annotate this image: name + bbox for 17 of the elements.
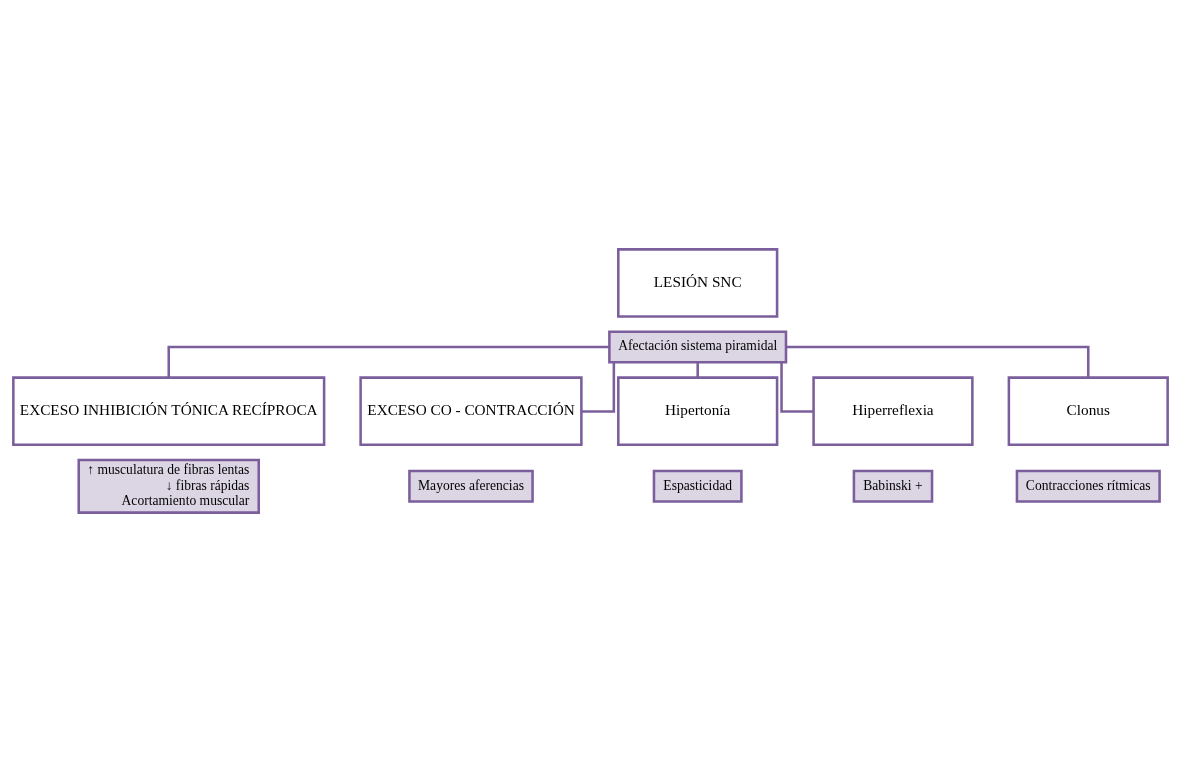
node-box: Babinski + (852, 469, 934, 503)
node-box: Contracciones rítmicas (1015, 469, 1161, 503)
node-box: Hipertonía (617, 375, 779, 446)
connector (786, 345, 1090, 378)
node-box: Mayores aferencias (408, 469, 534, 503)
node-box: Espasticidad (652, 469, 743, 503)
node-box: EXCESO CO - CONTRACCIÓN (359, 375, 583, 446)
node-box: LESIÓN SNC (617, 247, 779, 318)
connector (167, 345, 610, 378)
node-box: Hiperreflexia (812, 375, 974, 446)
connector (581, 361, 616, 413)
node-box: ↑ musculatura de fibras lentas ↓ fibras rápidas Acortamiento muscular (77, 458, 260, 514)
node-box: Clonus (1007, 375, 1169, 446)
connector (780, 361, 814, 413)
connector (696, 362, 699, 377)
node-box: EXCESO INHIBICIÓN TÓNICA RECÍPROCA (12, 375, 326, 446)
node-box: Afectación sistema piramidal (608, 329, 788, 364)
